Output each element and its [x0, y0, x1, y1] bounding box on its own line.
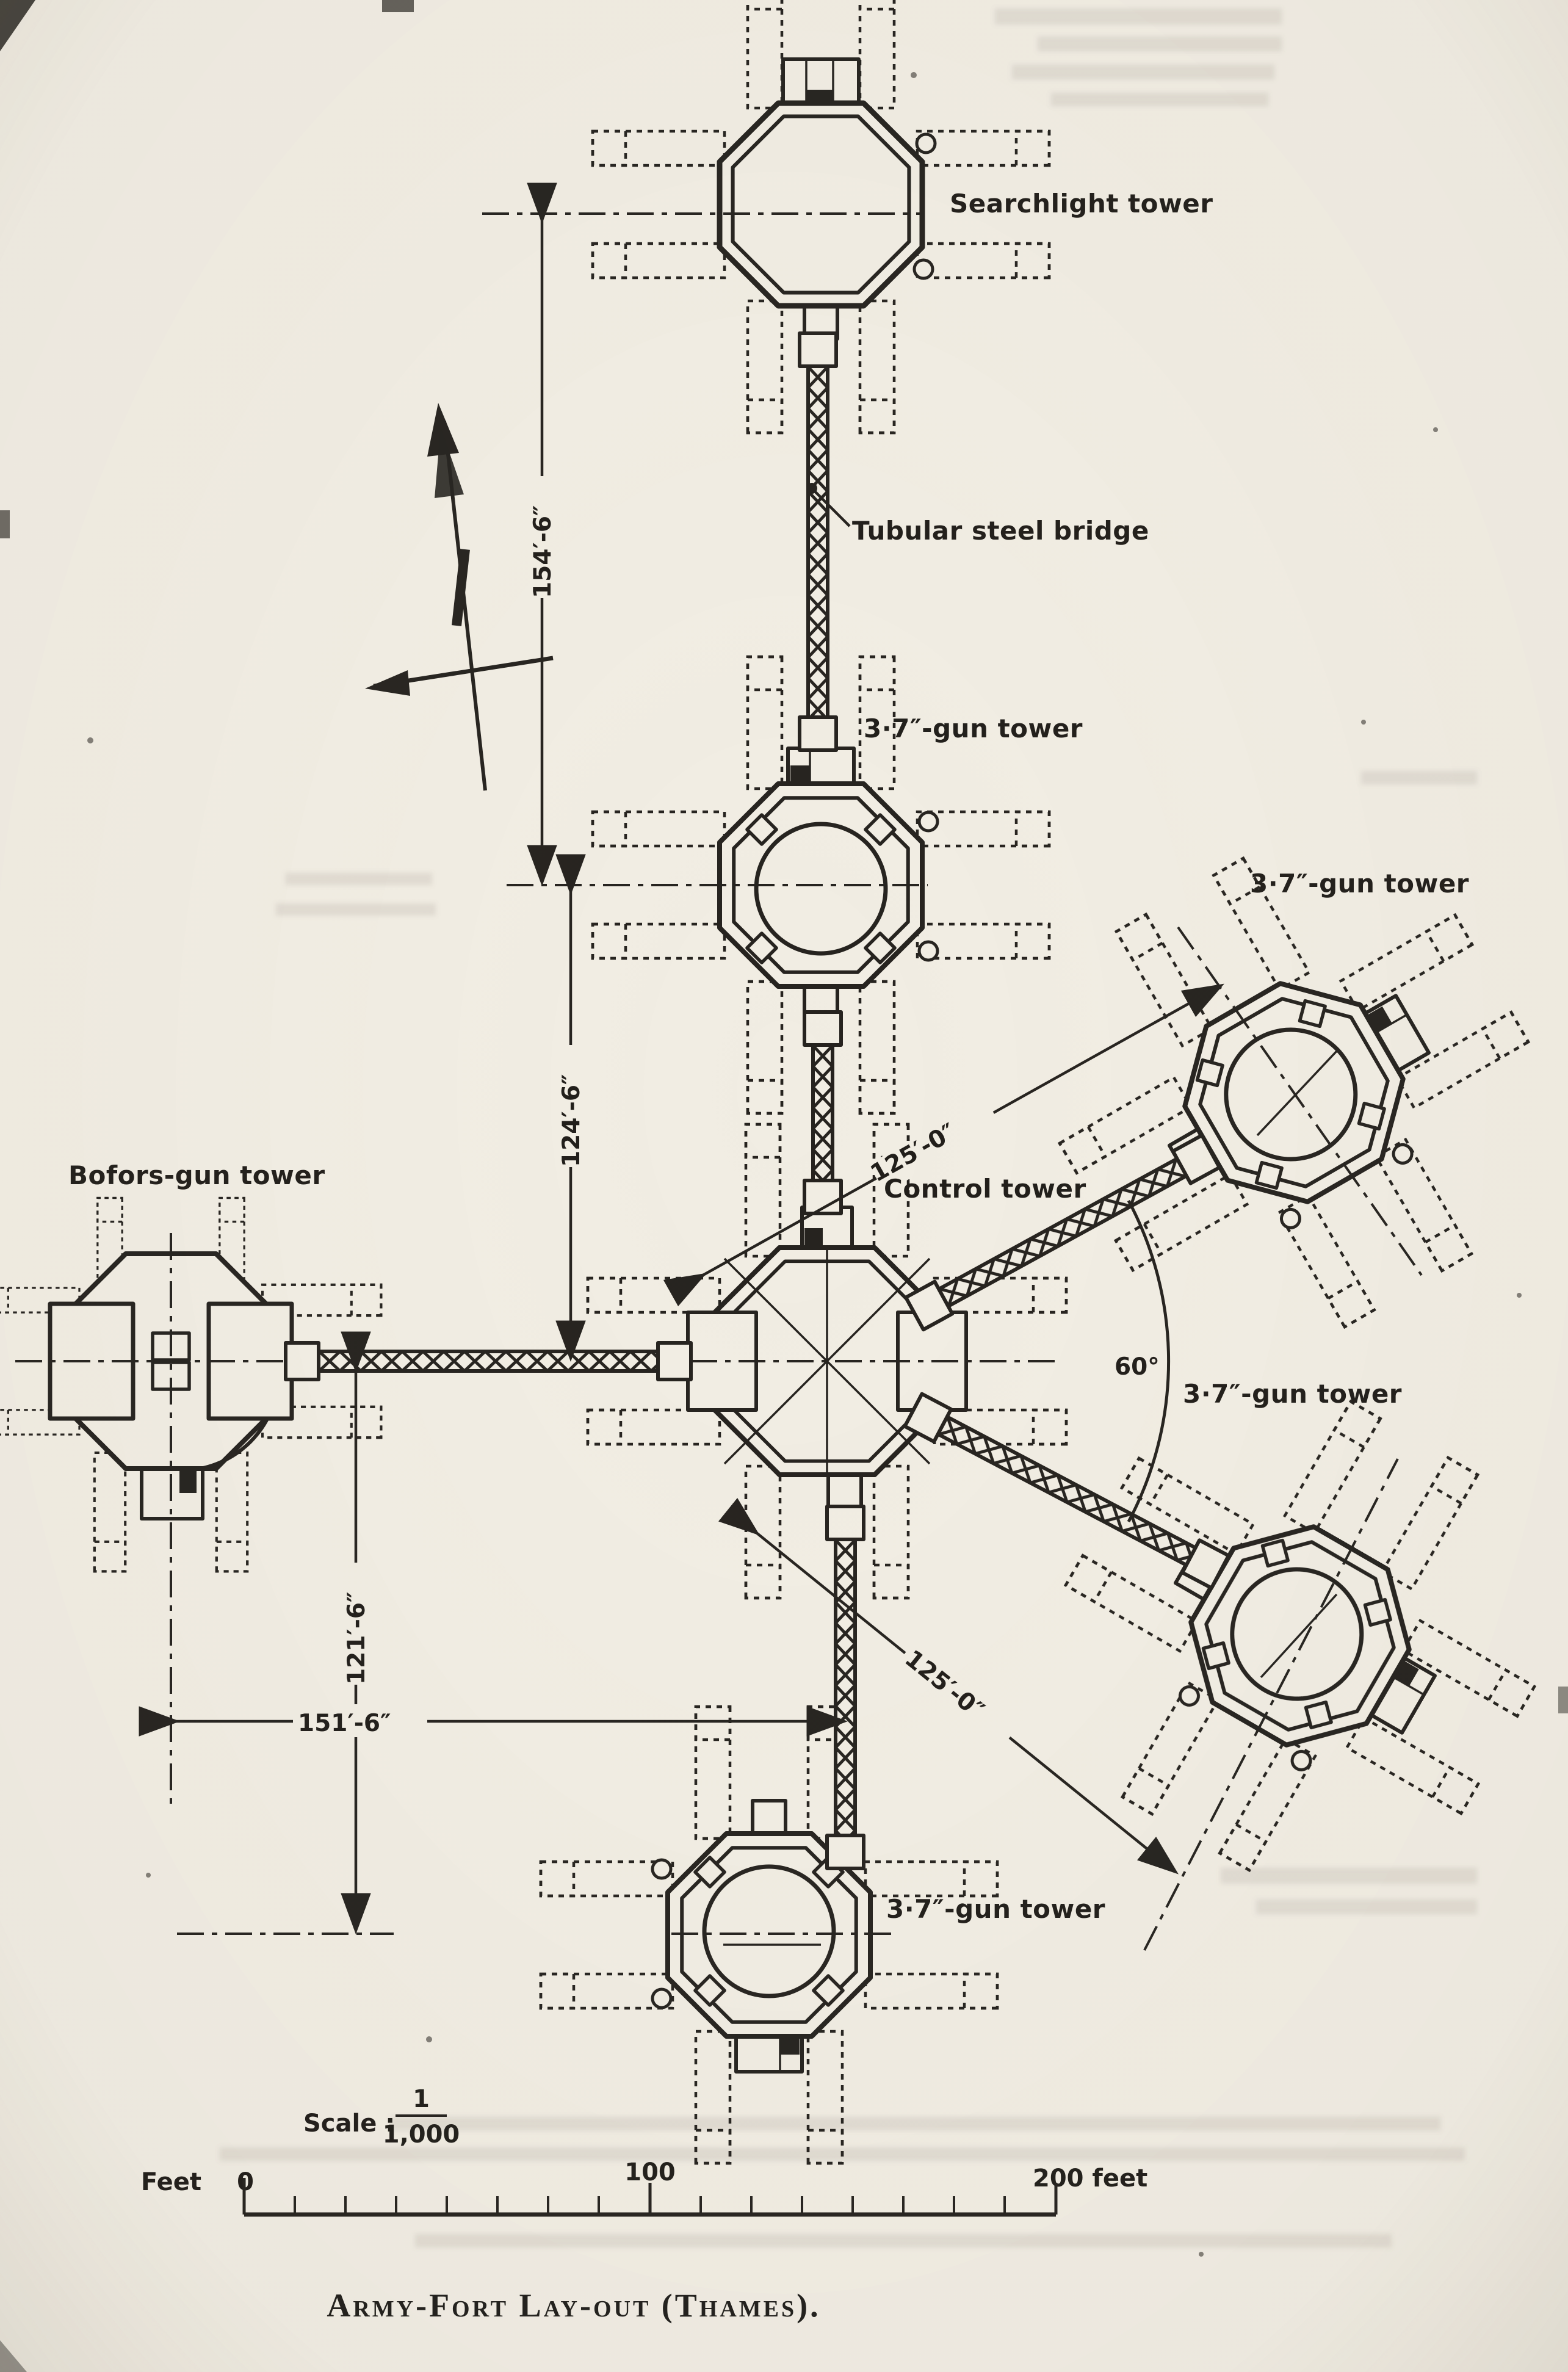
dimension-label: 125′-0″	[900, 1645, 989, 1725]
bridge-callout: Tubular steel bridge	[806, 483, 1149, 546]
bridge-label: Tubular steel bridge	[852, 516, 1149, 546]
bofors-gun-tower	[0, 1196, 381, 1571]
dimension-control-to-southeast-gun: 125′-0″	[718, 1497, 1179, 1875]
gun-tower-south-label: 3·7″-gun tower	[886, 1894, 1105, 1924]
dimension-bofors-to-control: 151′-6″	[139, 1704, 848, 1737]
scale-numerator: 1	[413, 2085, 430, 2113]
dimension-label: 124′-6″	[558, 1074, 585, 1167]
scale-tick-200: 200 feet	[1033, 2164, 1147, 2193]
bridge-control-to-south-gun	[825, 1505, 865, 1870]
gun-tower-northeast-label: 3·7″-gun tower	[1250, 869, 1469, 899]
gun-tower-southeast-label: 3·7″-gun tower	[1183, 1379, 1402, 1409]
figure-caption: Army-Fort Lay-out (Thames).	[327, 2287, 820, 2324]
bridge-north-gun-to-control	[803, 1010, 843, 1215]
scale-units-label: Feet	[141, 2168, 201, 2196]
control-tower-label: Control tower	[884, 1174, 1086, 1204]
bridge-bofors-to-control	[284, 1341, 693, 1381]
bofors-tower-label: Bofors-gun tower	[68, 1160, 325, 1190]
angle-label: 60°	[1115, 1353, 1160, 1381]
scale-tick-100: 100	[624, 2158, 676, 2186]
bridge-angle-annotation: 60°	[1115, 1199, 1171, 1523]
gun-tower-southeast	[988, 1324, 1568, 1948]
north-arrow-icon	[365, 403, 554, 791]
dimension-label: 151′-6″	[298, 1710, 391, 1737]
scale-label: Scale :	[303, 2110, 395, 2138]
bridge-control-to-northeast-gun	[904, 1134, 1221, 1332]
dimension-label: 154′-6″	[529, 505, 557, 598]
gun-tower-north-label: 3·7″-gun tower	[864, 714, 1083, 743]
dimension-north-gun-to-control: 124′-6″	[554, 854, 588, 1362]
dimension-control-to-south-gun: 121′-6″	[339, 1331, 373, 1934]
scale-denominator: 1,000	[383, 2121, 460, 2149]
dimension-searchlight-to-north-gun: 154′-6″	[525, 183, 559, 886]
dimension-label: 121′-6″	[343, 1592, 370, 1685]
scale-note: Scale : 1 1,000	[303, 2085, 460, 2149]
searchlight-tower-label: Searchlight tower	[950, 189, 1213, 219]
scale-bar: Feet 0 100 200 feet	[141, 2158, 1147, 2217]
bridge-searchlight-to-north-gun	[798, 331, 838, 752]
